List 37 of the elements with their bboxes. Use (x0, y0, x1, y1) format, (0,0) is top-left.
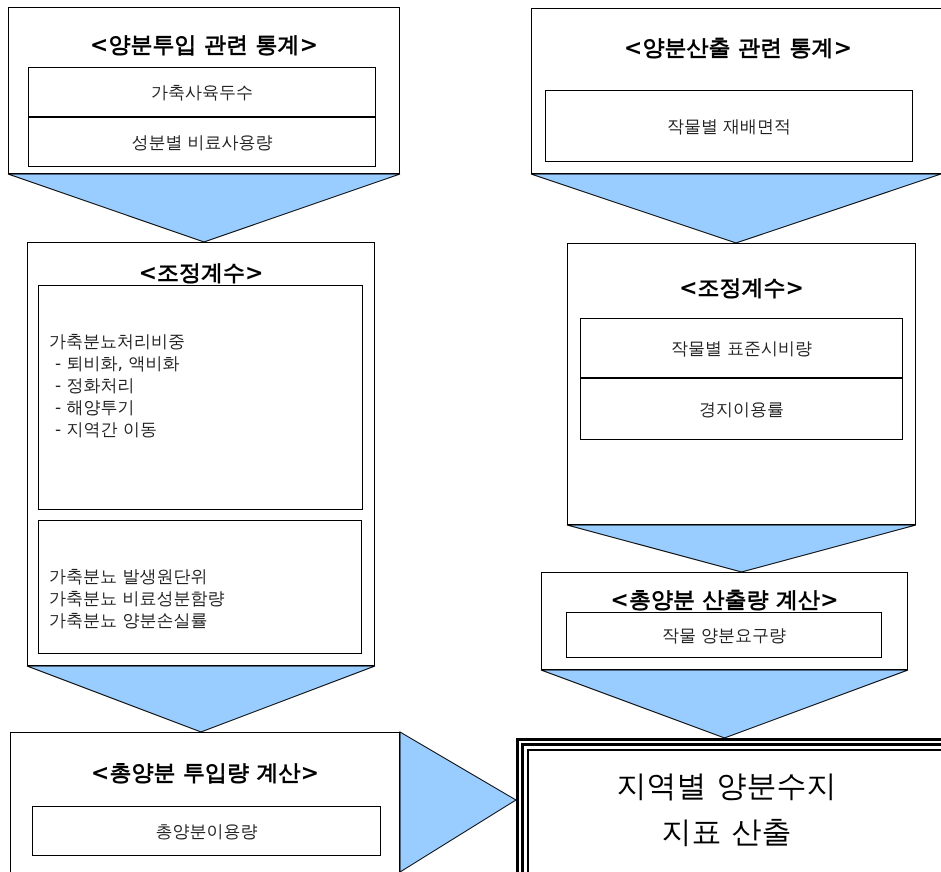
result-text: 지역별 양분수지 지표 산출 (616, 768, 838, 852)
box-heading: <총양분 투입량 계산> (90, 760, 320, 788)
list-item: - 해양투기 (54, 397, 136, 419)
box-heading: <조정계수> (678, 275, 805, 303)
item-box: 작물별 표준시비량 (580, 318, 903, 378)
list-text: 가축분뇨처리비중 (49, 331, 185, 353)
result-box (516, 738, 941, 872)
box-heading: <총양분 산출량 계산> (609, 587, 840, 615)
group-box (8, 7, 400, 174)
list-text: 가축분뇨 비료성분함량 (49, 588, 224, 610)
list-item: - 퇴비화, 액비화 (54, 353, 180, 375)
chevron-arrow (8, 174, 400, 243)
list-text: 가축분뇨 양분손실률 (49, 610, 208, 632)
chevron-arrow (26, 666, 376, 733)
item-box: 경지이용률 (580, 378, 903, 440)
chevron-arrow (530, 174, 941, 244)
group-box (567, 243, 916, 525)
list-text: 가축분뇨 발생원단위 (49, 566, 208, 588)
list-item: - 지역간 이동 (54, 419, 158, 441)
chevron-arrow (566, 524, 916, 573)
chevron-arrow (400, 731, 517, 872)
list-item: - 정화처리 (54, 375, 136, 397)
box-heading: <양분산출 관련 통계> (622, 35, 854, 63)
item-box: 작물 양분요구량 (566, 612, 882, 658)
group-box (10, 732, 400, 872)
chevron-arrow (540, 670, 908, 739)
item-box (38, 285, 363, 510)
group-box (541, 572, 908, 670)
item-box: 총양분이용량 (32, 806, 381, 856)
item-box: 가축사육두수 (28, 67, 376, 117)
group-box (27, 242, 375, 666)
item-box: 작물별 재배면적 (545, 90, 913, 162)
box-heading: <양분투입 관련 통계> (88, 32, 320, 60)
group-box (531, 8, 941, 174)
box-heading: <조정계수> (138, 260, 264, 288)
item-box: 성분별 비료사용량 (28, 117, 376, 167)
item-box (38, 520, 362, 654)
